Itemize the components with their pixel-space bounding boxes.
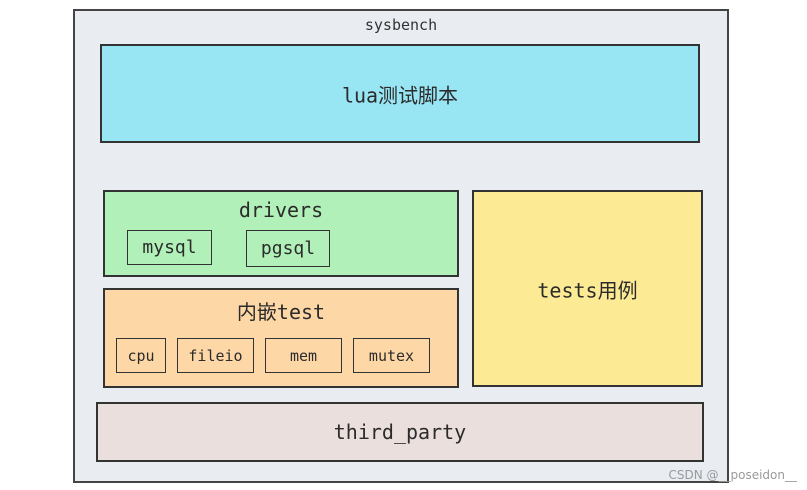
watermark-text: CSDN @__poseidon__ — [668, 468, 797, 482]
builtin-test-mem: mem — [265, 338, 342, 373]
third-party-label: third_party — [333, 420, 467, 444]
builtin-test-fileio: fileio — [177, 338, 254, 373]
builtin-tests-box: 内嵌test cpu fileio mem mutex — [103, 288, 459, 388]
driver-pgsql: pgsql — [246, 230, 330, 267]
lua-scripts-box: lua测试脚本 — [100, 44, 700, 143]
builtin-test-cpu: cpu — [116, 338, 166, 373]
lua-scripts-label: lua测试脚本 — [341, 83, 459, 107]
builtin-tests-title: 内嵌test — [236, 300, 326, 324]
tests-cases-box: tests用例 — [472, 190, 703, 387]
builtin-test-mutex: mutex — [353, 338, 430, 373]
tests-cases-label: tests用例 — [537, 278, 638, 302]
third-party-box: third_party — [96, 402, 704, 462]
drivers-title: drivers — [238, 198, 324, 222]
driver-mysql: mysql — [127, 230, 212, 265]
drivers-box: drivers mysql pgsql — [103, 190, 459, 277]
sysbench-title: sysbench — [364, 16, 438, 34]
